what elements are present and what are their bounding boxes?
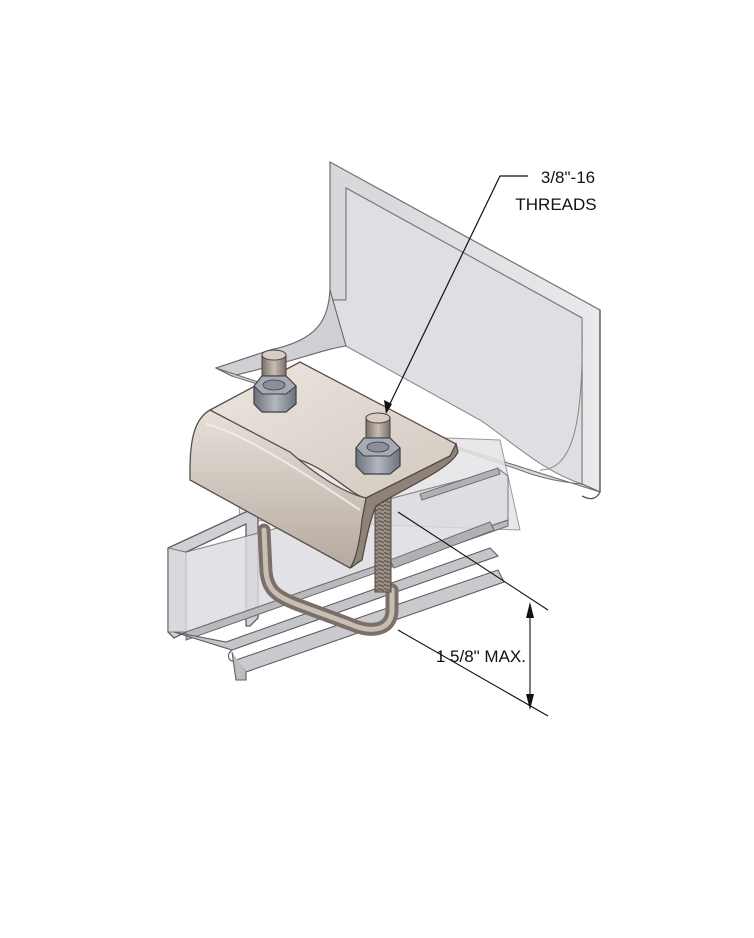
dimension-extension-bottom [397, 629, 549, 717]
thread-leader-line [385, 175, 528, 413]
dimension-arrow-bottom [526, 694, 534, 710]
hex-nut-right [355, 437, 401, 475]
channel-lip-left [173, 547, 500, 651]
dimension-extension-top [397, 511, 549, 611]
hex-nut-left [253, 375, 297, 413]
thread-callout: 3/8"-16 THREADS [384, 168, 597, 414]
beam-bottom-flange [215, 367, 601, 493]
thread-leader-arrow [384, 400, 392, 414]
dimension-arrow-top [526, 602, 534, 618]
thread-word-label: THREADS [515, 195, 596, 214]
stud-right [355, 412, 401, 475]
dimension-callout: 1 5/8" MAX. [397, 511, 549, 717]
dimension-label: 1 5/8" MAX. [436, 647, 526, 666]
stud-left [253, 349, 297, 413]
j-hook-rod [257, 489, 399, 636]
thread-spec-label: 3/8"-16 [541, 168, 595, 187]
